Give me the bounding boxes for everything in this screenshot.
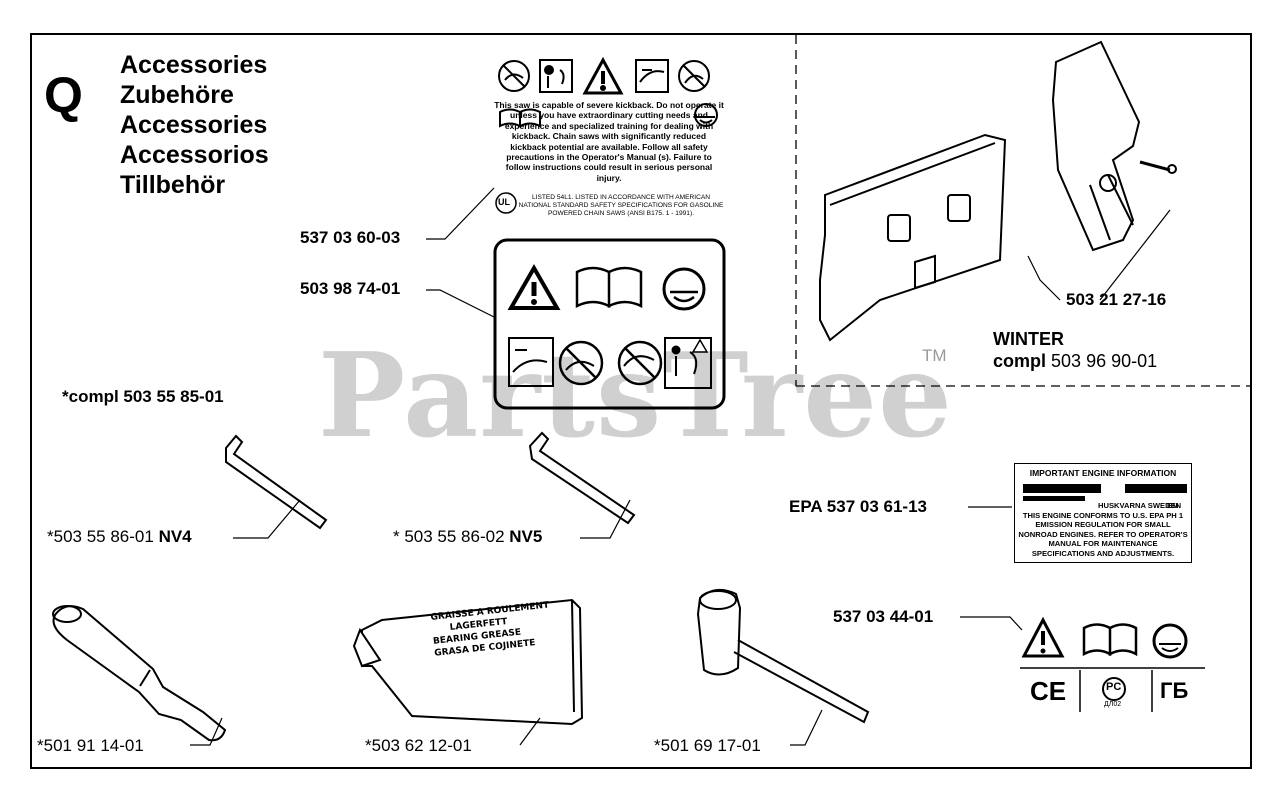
section-letter: Q: [44, 67, 83, 123]
gost-code: ДЛ02: [1104, 701, 1122, 708]
hex-key-nv4-size: NV4: [158, 527, 192, 546]
winter-plate: [819, 133, 1007, 342]
winter-cover: [1051, 40, 1177, 252]
part-number-hex-key-nv4[interactable]: *503 55 86-01 NV4: [47, 527, 192, 547]
winter-kit-label[interactable]: WINTER compl 503 96 90-01: [993, 328, 1157, 372]
part-number-grease-tube[interactable]: *503 62 12-01: [365, 736, 472, 755]
title-fr: Accessories: [120, 111, 268, 139]
trademark-mark: TM: [922, 346, 947, 365]
kickback-warning-text: This saw is capable of severe kickback. …: [494, 100, 724, 183]
title-es: Accessorios: [120, 141, 269, 169]
warning-decal: [493, 238, 726, 410]
ul-mark: [495, 192, 517, 214]
title-sv: Tillbehör: [120, 171, 226, 199]
spanner-drawing: [696, 588, 870, 724]
epa-plate-brand: HUSKVARNA SWEDEN: [1098, 501, 1182, 510]
winter-compl: compl 503 96 90-01: [993, 350, 1157, 372]
hex-key-nv5: [528, 431, 636, 525]
winter-title: WINTER: [993, 329, 1064, 349]
epa-plate-em: EM: [1167, 501, 1179, 510]
part-number-epa-plate[interactable]: EPA 537 03 61-13: [789, 497, 927, 516]
part-number-kickback-decal[interactable]: 537 03 60-03: [300, 228, 401, 247]
part-number-wrench-set[interactable]: *compl 503 55 85-01: [62, 387, 224, 406]
ul-listing-text: LISTED 54L1. LISTED IN ACCORDANCE WITH A…: [518, 194, 724, 217]
part-number-tool[interactable]: *501 91 14-01: [37, 736, 144, 755]
hex-key-nv5-size: NV5: [509, 527, 543, 546]
part-number-hex-key-nv5[interactable]: * 503 55 86-02 NV5: [393, 527, 542, 547]
title-en: Accessories: [120, 51, 268, 79]
part-number-symbol-decal[interactable]: 537 03 44-01: [833, 607, 934, 626]
section-titles: Accessories Zubehöre Accessories Accesso…: [120, 50, 269, 200]
gost-mark: PC: [1106, 681, 1122, 693]
epa-plate: [1014, 463, 1192, 563]
ul-mark-text: UL: [498, 197, 510, 207]
kickback-decal-icons: [498, 56, 718, 128]
winter-compl-label: compl: [993, 351, 1047, 371]
part-number-cover[interactable]: 503 21 27-16: [1066, 290, 1167, 309]
symbol-decal: [1020, 616, 1205, 712]
diagram-frame: [30, 33, 1252, 769]
leader-lines: [190, 187, 1171, 746]
part-number-warning-decal[interactable]: 503 98 74-01: [300, 279, 401, 298]
epa-plate-body: THIS ENGINE CONFORMS TO U.S. EPA PH 1 EM…: [1018, 511, 1188, 558]
watermark: PartsTree: [318, 328, 953, 464]
ce-mark: CE: [1030, 676, 1067, 706]
hex-key-nv4-number: *503 55 86-01: [47, 527, 154, 546]
hex-key-nv5-number: * 503 55 86-02: [393, 527, 505, 546]
epa-plate-bars: [1023, 484, 1187, 501]
winter-compl-number: 503 96 90-01: [1051, 351, 1158, 371]
tool-drawing: [52, 605, 227, 742]
gost-mark-2: ГБ: [1160, 678, 1189, 703]
title-de: Zubehöre: [120, 81, 234, 109]
grease-tube-drawing: [352, 598, 584, 726]
hex-key-nv4: [225, 434, 328, 530]
epa-plate-header: IMPORTANT ENGINE INFORMATION: [1029, 468, 1177, 478]
part-number-spanner[interactable]: *501 69 17-01: [654, 736, 761, 755]
